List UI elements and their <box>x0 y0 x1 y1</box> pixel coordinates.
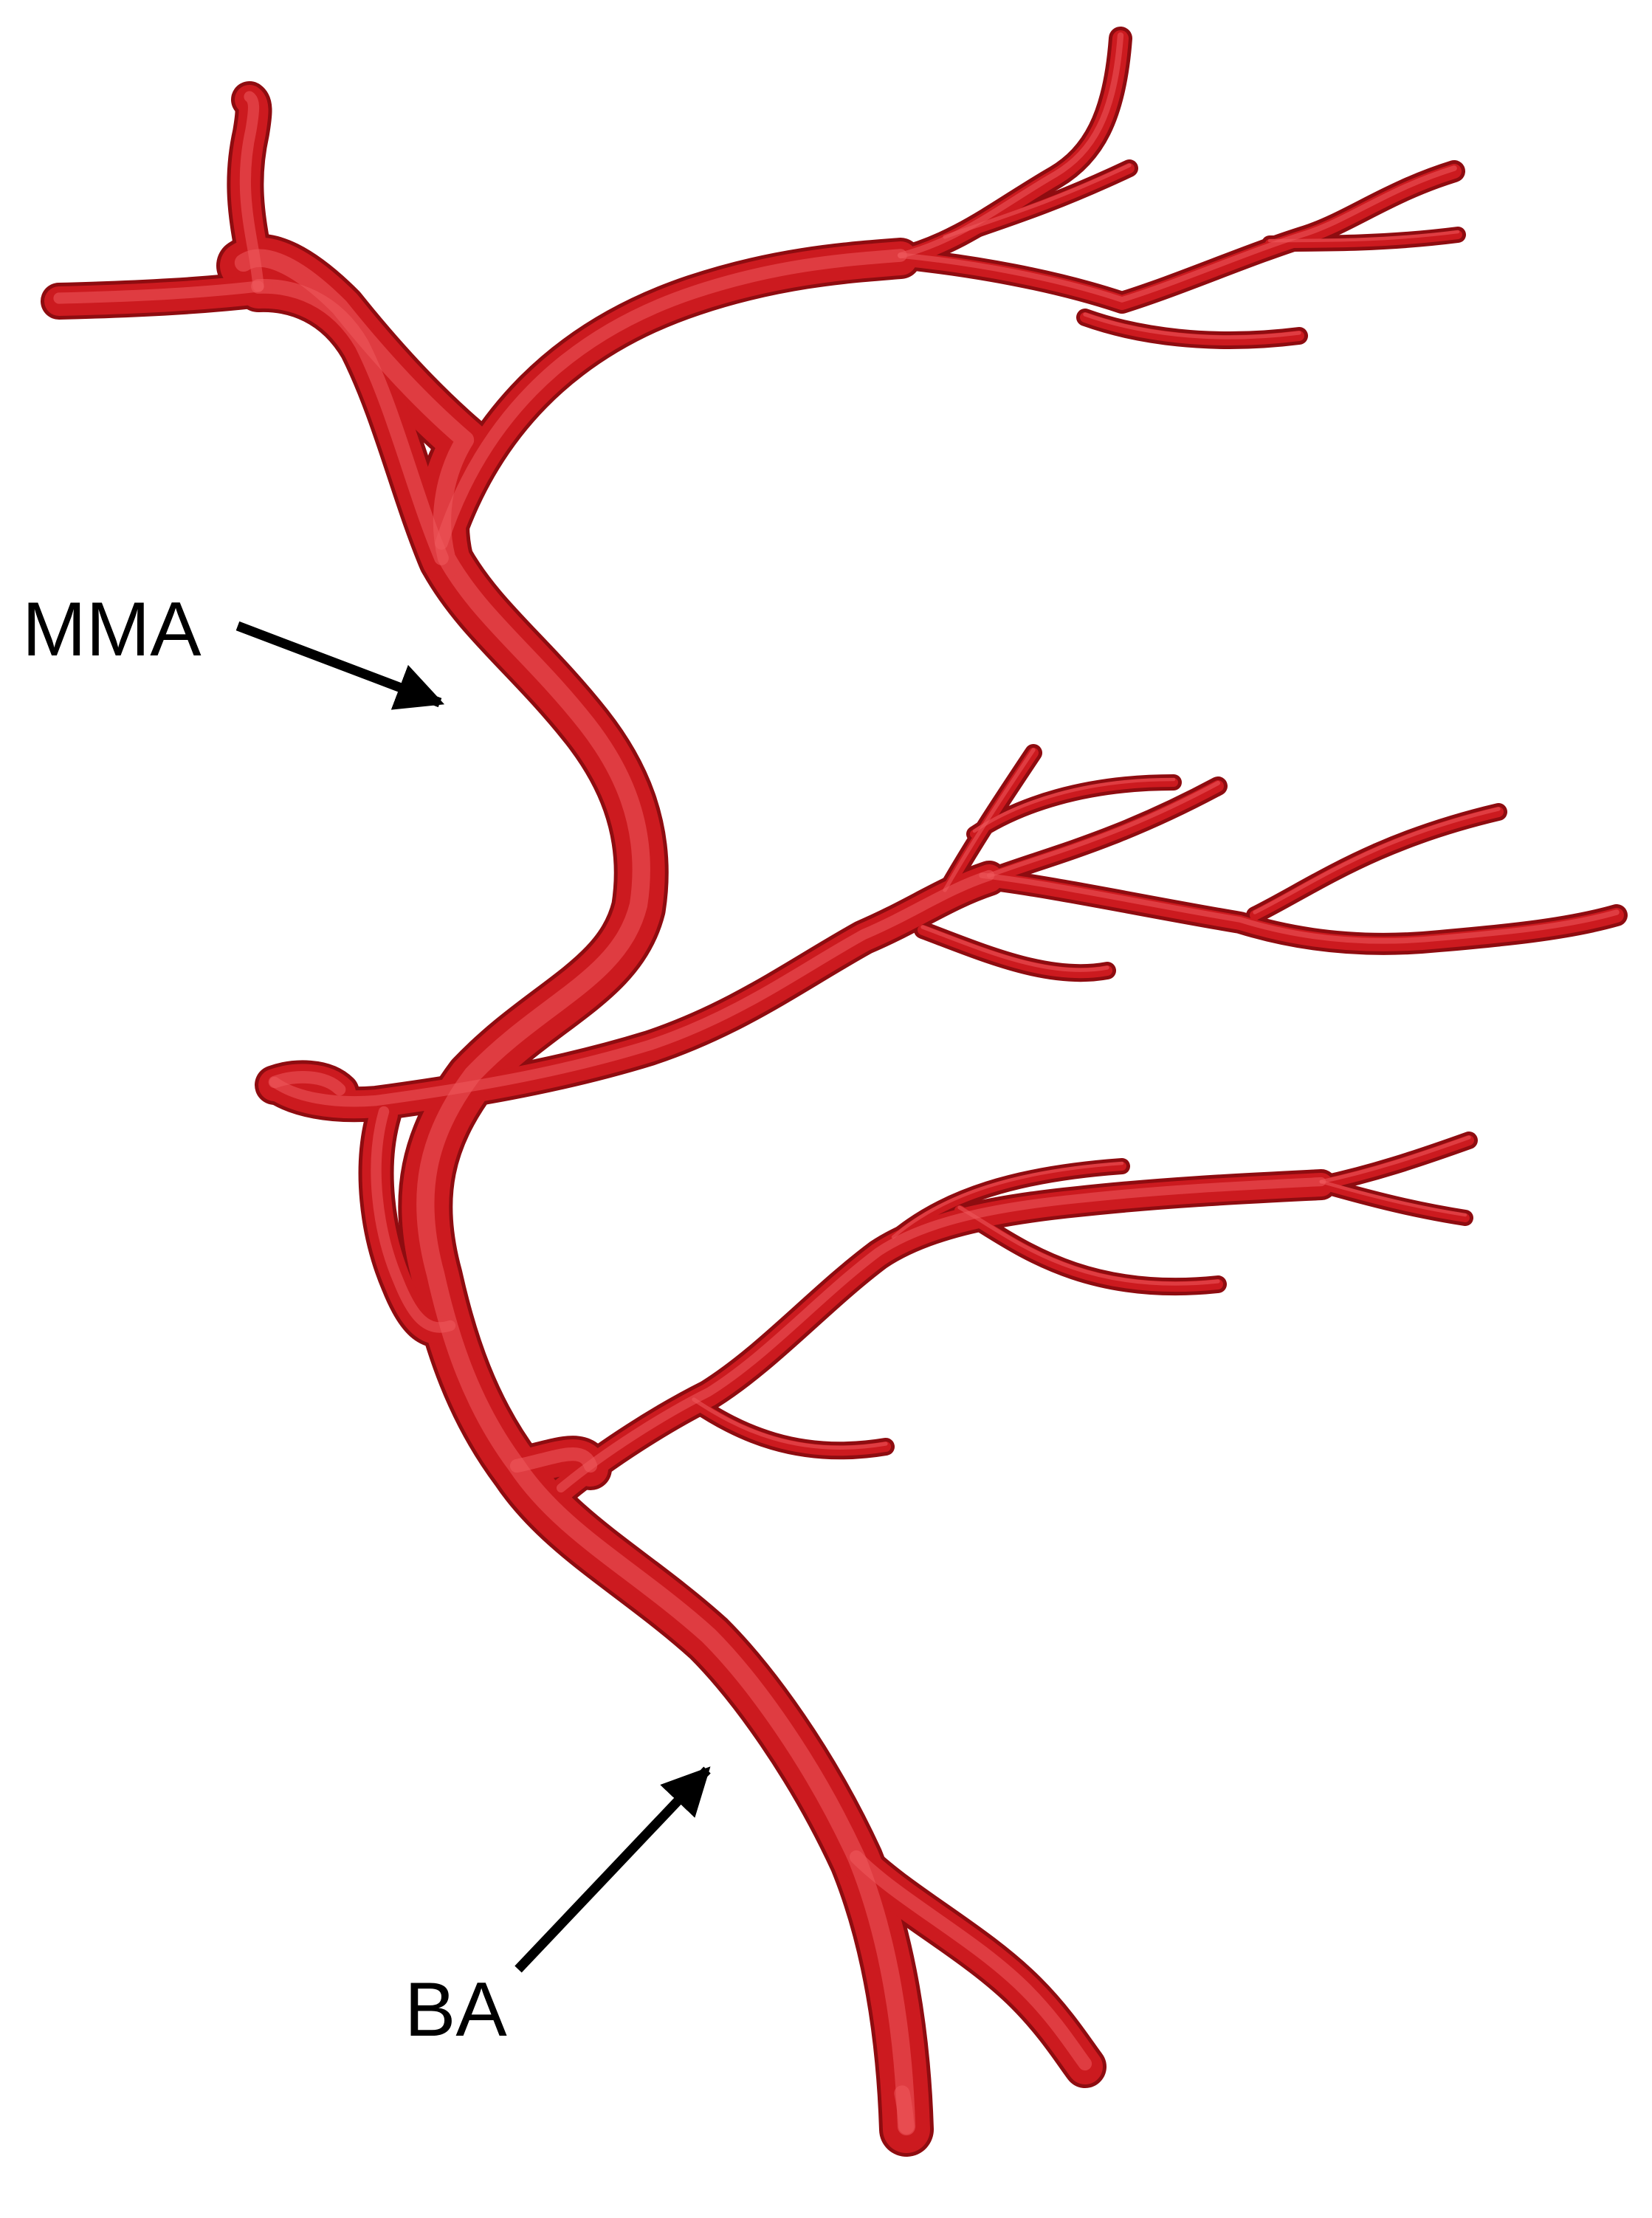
vessel-basal-fork-left <box>894 2085 915 2135</box>
vessel-mid-branch-f <box>972 777 1176 833</box>
vessel-trunk-main <box>220 237 930 2153</box>
vessel-lower-branch-e <box>689 1397 891 1456</box>
vessel-mid-branch-e <box>918 925 1112 979</box>
vessel-lower-branch-c <box>954 1205 1223 1292</box>
ba-arrow <box>514 1766 711 1973</box>
vessel-mid-branch-c <box>974 871 1624 951</box>
vessel-lower-branch-d <box>891 1161 1124 1239</box>
vessel-lower-branch <box>556 1177 1326 1493</box>
artery-highlight-layer <box>53 32 1620 2136</box>
vessel-crossing-branch <box>269 869 995 1107</box>
vessel-upper-branch-c <box>898 165 1457 303</box>
vessel-lower-branch-a <box>1319 1135 1471 1184</box>
vessel-left-stub <box>53 280 264 304</box>
vessel-mid-branch-d <box>1250 807 1504 920</box>
vessel-mid-branch-a <box>983 780 1224 884</box>
vessel-mid-branch-f <box>970 778 1178 838</box>
vessel-trunk-main <box>234 249 916 2136</box>
vessel-lower-branch-b <box>1319 1179 1467 1217</box>
vessel-upper-branch-e <box>1083 312 1301 340</box>
vessel-upper-sweep <box>435 249 907 550</box>
vessel-lower-stub <box>509 1447 598 1473</box>
vessel-trunk-main <box>216 233 934 2157</box>
vessel-lower-branch-a <box>1316 1135 1474 1190</box>
vessel-mid-branch-b <box>943 748 1036 892</box>
mma-label: MMA <box>22 587 202 672</box>
vessel-basal-fork-right <box>849 1850 1092 2071</box>
vessel-lower-branch-e <box>692 1397 888 1450</box>
vessel-mid-branch-e <box>920 925 1109 972</box>
vessel-upper-branch-d <box>1265 230 1462 248</box>
vessel-mid-branch-d <box>1253 807 1501 915</box>
vessel-vertical-mma <box>251 279 449 565</box>
vessel-lower-branch-d <box>889 1162 1126 1244</box>
vessel-top-stub <box>239 91 264 292</box>
vessel-loop-left <box>371 1106 456 1333</box>
vessel-upper-branch-d <box>1267 230 1460 243</box>
vessel-lower-branch-c <box>957 1205 1220 1286</box>
vessel-upper-branch-b <box>943 163 1132 239</box>
ba-label: BA <box>405 1967 507 2053</box>
vessel-lower-branch <box>549 1173 1333 1503</box>
vessel-mid-branch-a <box>986 780 1221 878</box>
mma-annotation: MMA <box>22 587 445 710</box>
ba-annotation: BA <box>405 1766 711 2053</box>
vessel-lower-branch-b <box>1317 1180 1470 1222</box>
vessel-mid-branch-c <box>979 872 1620 944</box>
artery-tree <box>41 27 1628 2157</box>
mma-arrow <box>235 621 445 710</box>
vessel-upper-branch-e <box>1080 312 1304 345</box>
